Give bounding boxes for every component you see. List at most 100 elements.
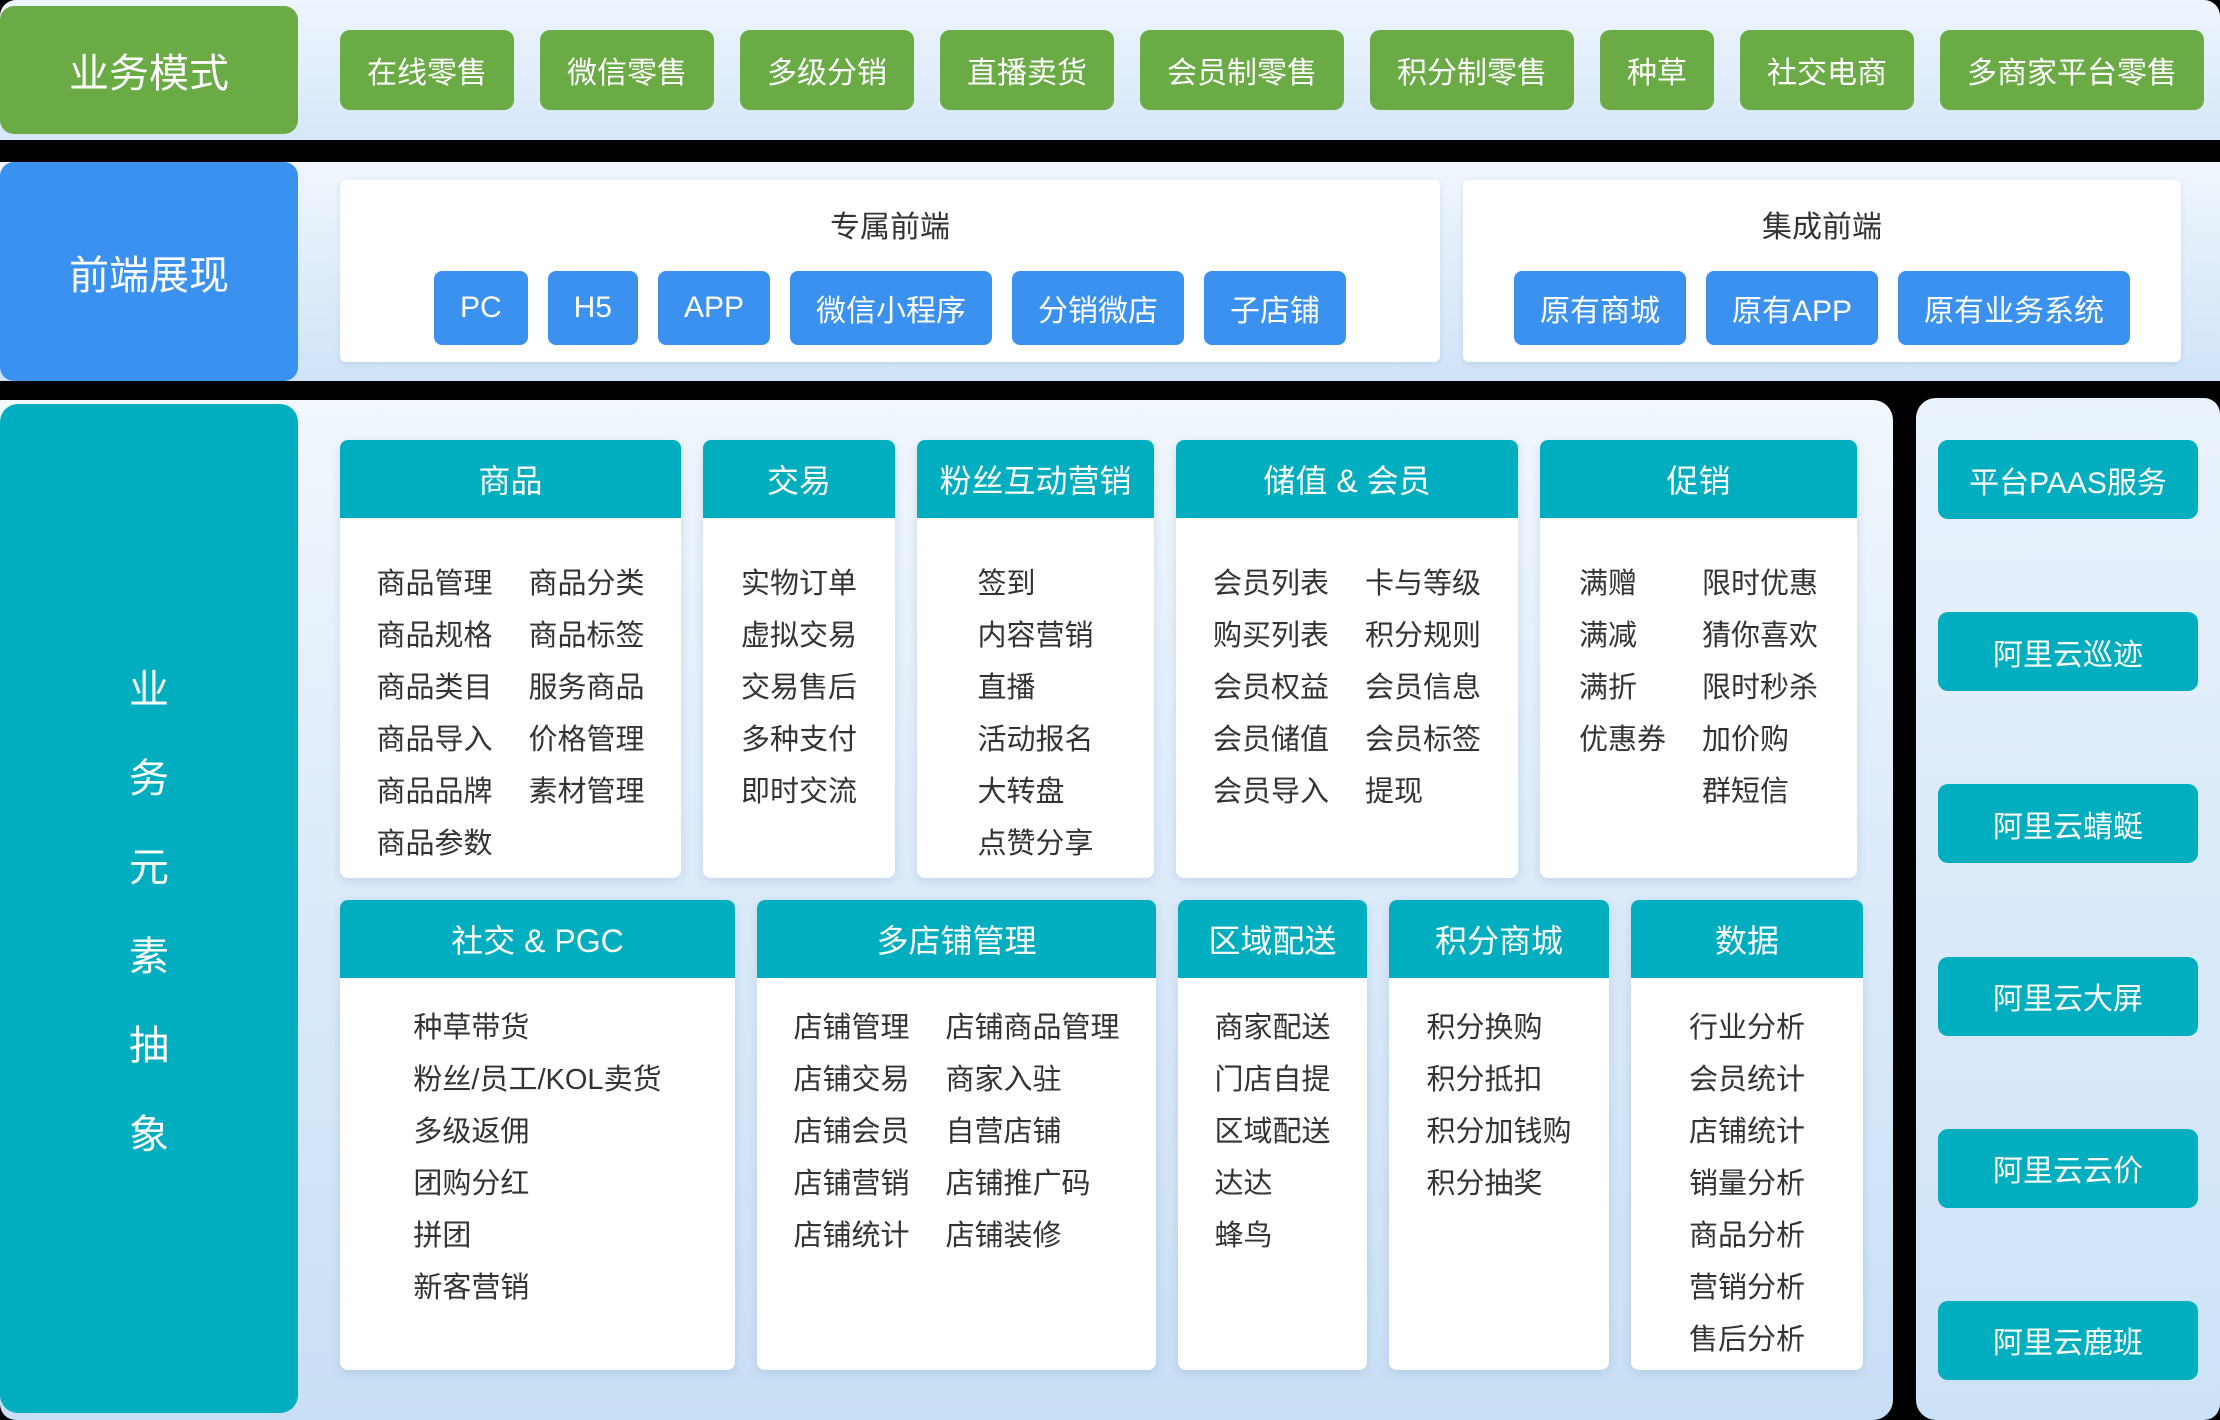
paas-button: 阿里云大屏 [1938, 956, 2198, 1036]
feature-card: 粉丝互动营销签到内容营销直播活动报名大转盘点赞分享 [917, 440, 1154, 878]
sidebar-label-char: 业 [129, 668, 169, 712]
feature-card: 储值 & 会员会员列表购买列表会员权益会员储值会员导入卡与等级积分规则会员信息会… [1176, 440, 1518, 878]
business-model-pill: 积分制零售 [1370, 30, 1574, 110]
card-item: 商品分析 [1688, 1220, 1805, 1252]
card-item: 内容营销 [977, 620, 1094, 652]
card-item: 会员权益 [1212, 672, 1329, 704]
feature-card: 交易实物订单虚拟交易交易售后多种支付即时交流 [703, 440, 895, 878]
card-item: 商品规格 [376, 620, 493, 652]
card-column: 店铺管理店铺交易店铺会员店铺营销店铺统计 [793, 1002, 909, 1262]
card-column: 实物订单虚拟交易交易售后多种支付即时交流 [741, 558, 857, 818]
frontend-panel-title: 集成前端 [1762, 211, 1882, 244]
card-item: 限时秒杀 [1702, 672, 1819, 704]
card-header: 社交 & PGC [340, 900, 735, 978]
card-item: 蜂鸟 [1214, 1220, 1273, 1252]
paas-button: 阿里云蜻蜓 [1938, 784, 2198, 864]
frontend-button: APP [658, 271, 771, 345]
card-item: 店铺会员 [793, 1116, 910, 1148]
card-body: 满赠满减满折优惠券限时优惠猜你喜欢限时秒杀加价购群短信 [1540, 518, 1857, 818]
business-model-pill: 直播卖货 [940, 30, 1114, 110]
card-item: 商家入驻 [945, 1064, 1062, 1096]
card-item: 会员统计 [1688, 1064, 1805, 1096]
business-model-pill: 多商家平台零售 [1940, 30, 2204, 110]
card-item: 满减 [1578, 620, 1637, 652]
card-item: 积分抽奖 [1426, 1168, 1543, 1200]
card-header: 数据 [1631, 900, 1863, 978]
business-model-pill: 在线零售 [340, 30, 514, 110]
card-column: 商家配送门店自提区域配送达达蜂鸟 [1214, 1002, 1330, 1262]
card-item: 店铺商品管理 [945, 1012, 1120, 1044]
card-item: 种草带货 [413, 1012, 530, 1044]
card-item: 商品标签 [528, 620, 645, 652]
card-column: 行业分析会员统计店铺统计销量分析商品分析营销分析售后分析 [1689, 1002, 1805, 1366]
card-item: 自营店铺 [945, 1116, 1062, 1148]
card-item: 大转盘 [977, 776, 1065, 808]
business-model-buttons: 在线零售微信零售多级分销直播卖货会员制零售积分制零售种草社交电商多商家平台零售 [340, 30, 2204, 110]
card-header: 积分商城 [1389, 900, 1609, 978]
sidebar-label-char: 务 [129, 757, 169, 801]
card-header: 多店铺管理 [757, 900, 1156, 978]
card-item: 拼团 [413, 1220, 472, 1252]
frontend-button: 子店铺 [1204, 271, 1347, 345]
business-model-pill: 社交电商 [1740, 30, 1914, 110]
card-item: 素材管理 [528, 776, 645, 808]
card-item: 营销分析 [1688, 1272, 1805, 1304]
card-item: 实物订单 [740, 568, 857, 600]
card-item: 商品导入 [376, 724, 493, 756]
paas-button: 阿里云云价 [1938, 1128, 2198, 1208]
card-item: 售后分析 [1688, 1324, 1805, 1356]
card-item: 粉丝/员工/KOL卖货 [413, 1064, 662, 1096]
feature-card: 区域配送商家配送门店自提区域配送达达蜂鸟 [1178, 900, 1367, 1370]
card-item: 购买列表 [1212, 620, 1329, 652]
card-item: 加价购 [1702, 724, 1790, 756]
business-model-header: 业务模式 [0, 6, 298, 134]
feature-card: 积分商城积分换购积分抵扣积分加钱购积分抽奖 [1389, 900, 1609, 1370]
card-item: 店铺营销 [793, 1168, 910, 1200]
card-item: 价格管理 [528, 724, 645, 756]
card-item: 猜你喜欢 [1702, 620, 1819, 652]
card-item: 商品类目 [376, 672, 493, 704]
business-model-pill: 多级分销 [740, 30, 914, 110]
feature-card: 数据行业分析会员统计店铺统计销量分析商品分析营销分析售后分析 [1631, 900, 1863, 1370]
business-model-row: 业务模式 在线零售微信零售多级分销直播卖货会员制零售积分制零售种草社交电商多商家… [0, 0, 2220, 140]
card-item: 门店自提 [1214, 1064, 1331, 1096]
card-item: 满折 [1578, 672, 1637, 704]
card-item: 行业分析 [1688, 1012, 1805, 1044]
card-item: 积分规则 [1365, 620, 1482, 652]
card-body: 积分换购积分抵扣积分加钱购积分抽奖 [1389, 978, 1609, 1210]
card-item: 店铺装修 [945, 1220, 1062, 1252]
abstraction-section: 业务元素抽象 商品商品管理商品规格商品类目商品导入商品品牌商品参数商品分类商品标… [0, 400, 1893, 1420]
card-header: 粉丝互动营销 [917, 440, 1154, 518]
card-item: 满赠 [1578, 568, 1637, 600]
business-model-pill: 种草 [1600, 30, 1714, 110]
card-body: 会员列表购买列表会员权益会员储值会员导入卡与等级积分规则会员信息会员标签提现 [1176, 518, 1518, 818]
card-item: 点赞分享 [977, 828, 1094, 860]
paas-button: 平台PAAS服务 [1938, 440, 2198, 519]
card-item: 积分抵扣 [1426, 1064, 1543, 1096]
card-item: 店铺交易 [793, 1064, 910, 1096]
feature-card: 多店铺管理店铺管理店铺交易店铺会员店铺营销店铺统计店铺商品管理商家入驻自营店铺店… [757, 900, 1156, 1370]
frontend-button: PC [433, 271, 528, 345]
card-item: 会员储值 [1212, 724, 1329, 756]
card-body: 实物订单虚拟交易交易售后多种支付即时交流 [703, 518, 895, 818]
paas-button: 阿里云巡迹 [1938, 612, 2198, 692]
card-body: 店铺管理店铺交易店铺会员店铺营销店铺统计店铺商品管理商家入驻自营店铺店铺推广码店… [757, 978, 1156, 1262]
card-item: 积分加钱购 [1426, 1116, 1572, 1148]
card-item: 会员列表 [1212, 568, 1329, 600]
card-header: 交易 [703, 440, 895, 518]
cards-area: 商品商品管理商品规格商品类目商品导入商品品牌商品参数商品分类商品标签服务商品价格… [340, 440, 1863, 1392]
card-column: 限时优惠猜你喜欢限时秒杀加价购群短信 [1702, 558, 1818, 818]
feature-card: 促销满赠满减满折优惠券限时优惠猜你喜欢限时秒杀加价购群短信 [1540, 440, 1857, 878]
card-item: 交易售后 [740, 672, 857, 704]
card-column: 卡与等级积分规则会员信息会员标签提现 [1365, 558, 1481, 818]
card-body: 商品管理商品规格商品类目商品导入商品品牌商品参数商品分类商品标签服务商品价格管理… [340, 518, 681, 870]
card-item: 会员标签 [1365, 724, 1482, 756]
business-model-pill: 会员制零售 [1140, 30, 1344, 110]
card-item: 店铺管理 [793, 1012, 910, 1044]
card-header: 商品 [340, 440, 681, 518]
